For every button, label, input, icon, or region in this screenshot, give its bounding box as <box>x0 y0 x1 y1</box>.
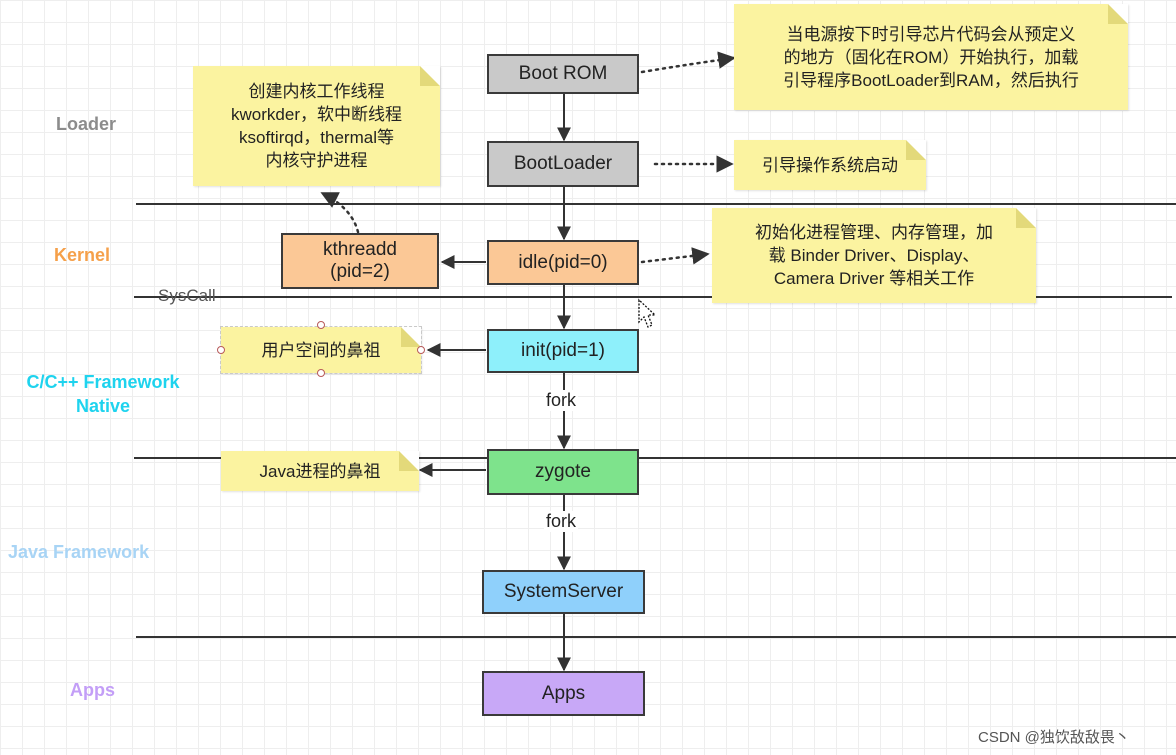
layer-label-kernel: Kernel <box>54 245 111 265</box>
selection-handle-top[interactable] <box>317 321 325 329</box>
syscall-label: SysCall <box>158 286 216 305</box>
note-bootrom: 当电源按下时引导芯片代码会从预定义 的地方（固化在ROM）开始执行，加载 引导程… <box>734 4 1128 110</box>
layer-label-java: Java Framework <box>8 542 150 562</box>
edge-label-fork-zygote-systemserver: fork <box>544 511 579 532</box>
note-idle: 初始化进程管理、内存管理，加 载 Binder Driver、Display、 … <box>712 208 1036 303</box>
dotted-link-idle-note <box>640 247 710 265</box>
note-kthreadd: 创建内核工作线程 kworkder，软中断线程 ksoftirqd，therma… <box>193 66 440 186</box>
node-init: init(pid=1) <box>487 329 639 373</box>
layer-label-native: C/C++ Framework Native <box>26 372 180 416</box>
watermark: CSDN @独饮敌敌畏丶 <box>978 729 1130 746</box>
selection-handle-left[interactable] <box>217 346 225 354</box>
note-init: 用户空间的鼻祖 <box>220 326 422 374</box>
node-systemserver: SystemServer <box>482 570 645 614</box>
node-kthreadd: kthreadd (pid=2) <box>281 233 439 289</box>
node-zygote: zygote <box>487 449 639 495</box>
layer-label-apps: Apps <box>70 680 115 700</box>
node-idle: idle(pid=0) <box>487 240 639 285</box>
dotted-link-bootrom-note <box>640 51 736 74</box>
selection-handle-bottom[interactable] <box>317 369 325 377</box>
dotted-link-kthreadd-note <box>320 191 360 234</box>
node-bootrom: Boot ROM <box>487 54 639 94</box>
note-zygote: Java进程的鼻祖 <box>221 451 419 491</box>
edge-label-fork-init-zygote: fork <box>544 390 579 411</box>
layer-label-loader: Loader <box>56 114 117 134</box>
note-bootloader: 引导操作系统启动 <box>734 140 926 190</box>
node-bootloader: BootLoader <box>487 141 639 187</box>
node-apps: Apps <box>482 671 645 716</box>
mouse-cursor-icon <box>638 298 657 328</box>
selection-handle-right[interactable] <box>417 346 425 354</box>
